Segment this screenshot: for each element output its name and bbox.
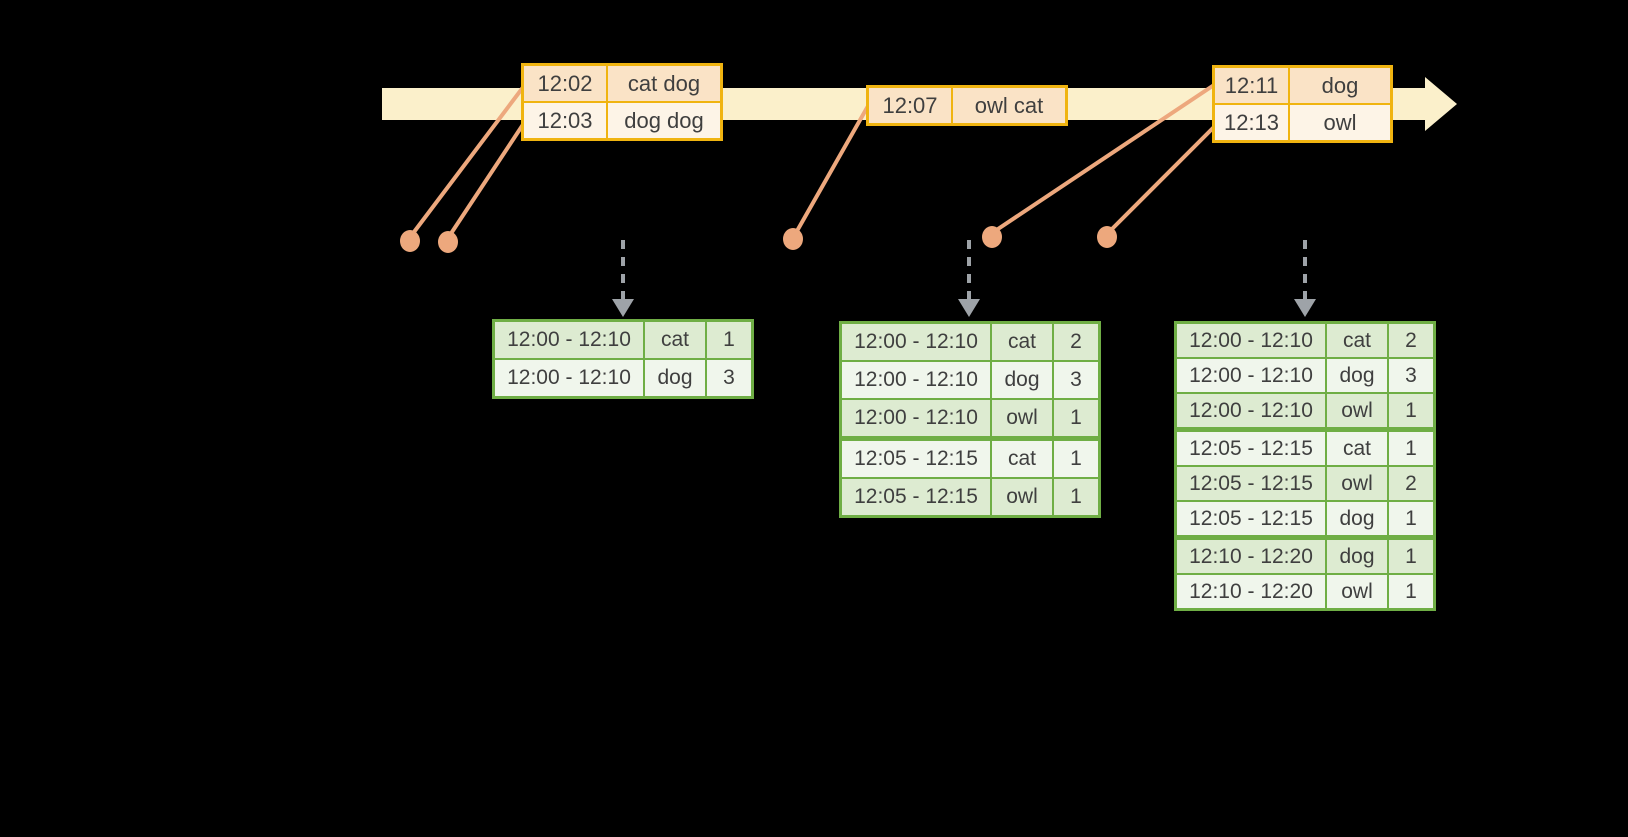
event-time-cell: 12:03 [524,103,606,138]
window-cell: 12:00 - 12:10 [1177,324,1325,357]
event-words-cell: cat dog [608,66,720,101]
count-cell: 2 [1389,467,1433,500]
window-cell: 12:05 - 12:15 [1177,432,1325,465]
window-cell: 12:00 - 12:10 [842,324,990,360]
window-cell: 12:00 - 12:10 [495,322,643,358]
event-time-cell: 12:02 [524,66,606,101]
event-time-cell: 12:11 [1215,68,1288,103]
event-time-cell: 12:07 [869,88,951,123]
word-cell: dog [1327,502,1387,535]
word-cell: cat [992,324,1052,360]
word-cell: cat [1327,432,1387,465]
count-cell: 1 [1054,479,1098,515]
event-words-cell: owl cat [953,88,1065,123]
window-cell: 12:10 - 12:20 [1177,540,1325,573]
count-cell: 2 [1054,324,1098,360]
count-cell: 1 [1389,502,1433,535]
count-cell: 1 [707,322,751,358]
word-cell: owl [1327,575,1387,608]
window-cell: 12:05 - 12:15 [842,479,990,515]
window-cell: 12:05 - 12:15 [842,441,990,477]
count-cell: 1 [1389,540,1433,573]
connector-line-1207 [795,104,870,233]
window-cell: 12:10 - 12:20 [1177,575,1325,608]
timeline-arrowhead-icon [1425,77,1457,131]
window-cell: 12:00 - 12:10 [1177,359,1325,392]
connector-line-1203 [450,121,526,234]
count-cell: 3 [1054,362,1098,398]
event-words-cell: dog [1290,68,1390,103]
word-cell: cat [1327,324,1387,357]
window-cell: 12:05 - 12:15 [1177,502,1325,535]
window-cell: 12:00 - 12:10 [842,400,990,436]
word-cell: dog [1327,540,1387,573]
event-words-cell: dog dog [608,103,720,138]
window-cell: 12:05 - 12:15 [1177,467,1325,500]
count-cell: 1 [1389,432,1433,465]
word-cell: owl [992,400,1052,436]
word-cell: dog [645,360,705,396]
trigger-arrows [612,240,1316,317]
count-cell: 3 [1389,359,1433,392]
count-cell: 3 [707,360,751,396]
connector-line-1213 [1108,125,1216,233]
count-cell: 2 [1389,324,1433,357]
word-cell: owl [1327,394,1387,427]
arrow-down-icon [1294,299,1316,317]
arrow-down-icon [612,299,634,317]
event-words-cell: owl [1290,105,1390,140]
count-cell: 1 [1054,400,1098,436]
connector-line-1202 [412,84,526,234]
window-cell: 12:00 - 12:10 [842,362,990,398]
word-cell: dog [1327,359,1387,392]
connector-lines [412,83,1216,234]
event-dot-icon [438,231,458,253]
word-cell: dog [992,362,1052,398]
event-time-cell: 12:13 [1215,105,1288,140]
connector-line-1211 [993,83,1216,233]
event-dots [400,226,1117,253]
event-dot-icon [982,226,1002,248]
count-cell: 1 [1389,394,1433,427]
arrow-down-icon [958,299,980,317]
window-cell: 12:00 - 12:10 [1177,394,1325,427]
word-cell: cat [645,322,705,358]
word-cell: cat [992,441,1052,477]
window-cell: 12:00 - 12:10 [495,360,643,396]
count-cell: 1 [1054,441,1098,477]
word-cell: owl [1327,467,1387,500]
count-cell: 1 [1389,575,1433,608]
event-dot-icon [400,230,420,252]
event-dot-icon [1097,226,1117,248]
word-cell: owl [992,479,1052,515]
event-dot-icon [783,228,803,250]
